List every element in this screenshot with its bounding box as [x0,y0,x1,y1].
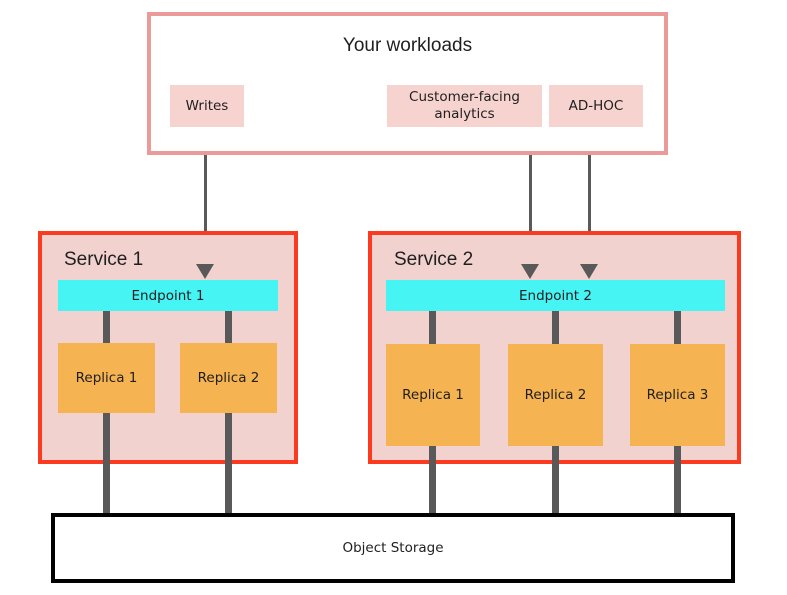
service-2-replica-3[interactable]: Replica 3 [630,344,725,446]
service-title-2: Service 2 [394,249,474,270]
object-storage-box[interactable]: Object Storage [51,513,735,583]
endpoint-1-label: Endpoint 1 [131,287,205,304]
connector-s2-replica1-to-storage [429,444,436,517]
endpoint-2-label: Endpoint 2 [519,287,592,304]
service-2-replica-2-label: Replica 2 [524,387,587,403]
workload-chip-ad-hoc-label: AD-HOC [568,97,624,114]
arrowhead-adhoc-to-endpoint2 [580,264,598,279]
arrowhead-analytics-to-endpoint2 [521,264,539,279]
workload-chip-customer-facing-analytics[interactable]: Customer-facing analytics [387,85,542,127]
service-title-1: Service 1 [64,249,144,270]
endpoint-2[interactable]: Endpoint 2 [386,280,725,311]
connector-writes-to-endpoint1 [204,127,207,278]
connector-endpoint2-to-s2-replica3 [674,311,681,346]
connector-s1-replica2-to-storage [225,411,232,517]
service-1-replica-1-label: Replica 1 [75,370,138,386]
service-2-replica-3-label: Replica 3 [646,387,709,403]
object-storage-label: Object Storage [342,540,444,556]
connector-adhoc-to-endpoint2 [588,127,591,278]
service-2-replica-2[interactable]: Replica 2 [508,344,603,446]
workload-chip-writes[interactable]: Writes [170,85,244,127]
service-2-replica-1[interactable]: Replica 1 [386,344,480,446]
connector-endpoint2-to-s2-replica2 [552,311,559,346]
connector-endpoint2-to-s2-replica1 [429,311,436,346]
workloads-container: Your workloads [147,12,668,155]
workloads-title: Your workloads [342,35,473,56]
connector-analytics-to-endpoint2 [529,127,532,278]
connector-s2-replica3-to-storage [674,444,681,517]
connector-s2-replica2-to-storage [552,444,559,517]
service-1-replica-2-label: Replica 2 [197,370,260,386]
endpoint-1[interactable]: Endpoint 1 [58,280,278,311]
service-1-replica-1[interactable]: Replica 1 [58,343,155,413]
workload-chip-writes-label: Writes [185,97,229,114]
connector-endpoint1-to-s1-replica2 [225,311,232,345]
service-1-replica-2[interactable]: Replica 2 [180,343,277,413]
workload-chip-ad-hoc[interactable]: AD-HOC [549,85,643,127]
connector-endpoint1-to-s1-replica1 [103,311,110,345]
connector-s1-replica1-to-storage [103,411,110,517]
arrowhead-writes-to-endpoint1 [196,264,214,279]
service-2-replica-1-label: Replica 1 [402,387,464,403]
workload-chip-customer-facing-analytics-label: Customer-facing analytics [409,89,520,122]
